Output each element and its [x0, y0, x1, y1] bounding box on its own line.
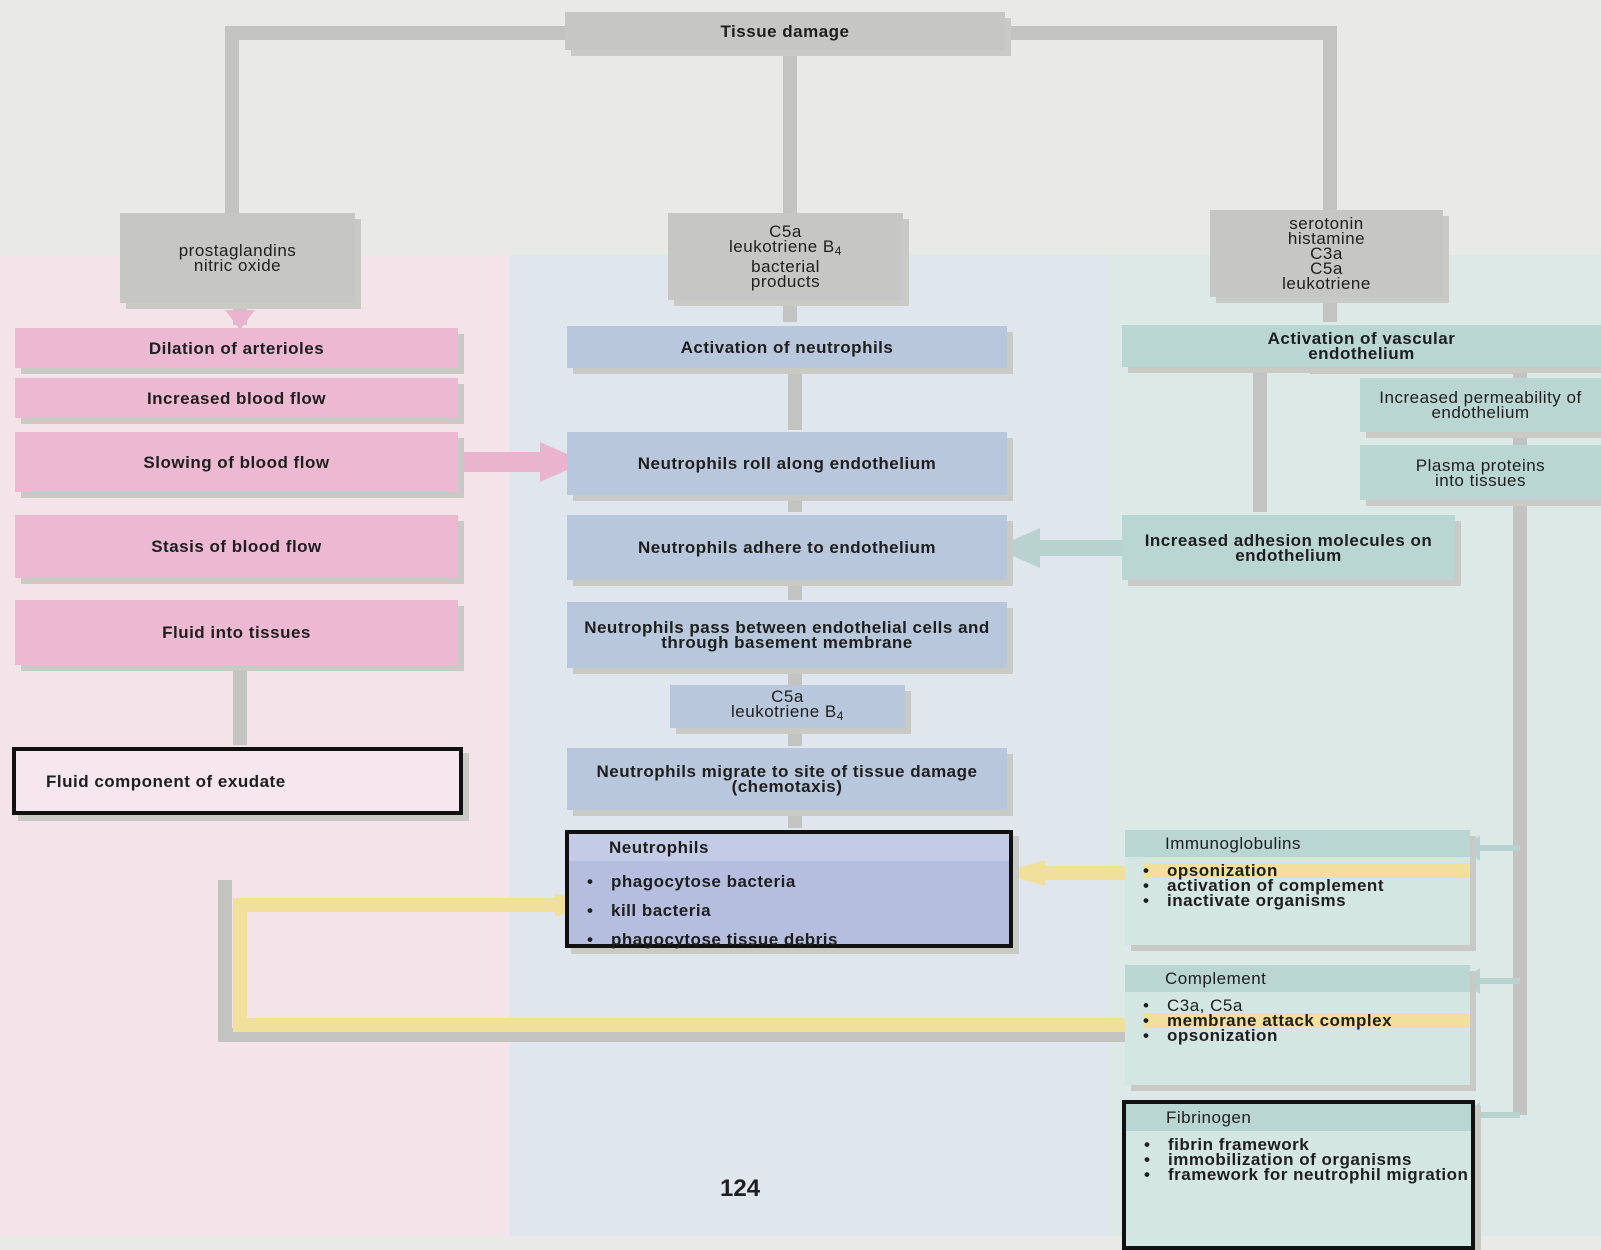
step-plasma-proteins: Plasma proteins into tissues [1360, 445, 1601, 500]
page-number: 124 [720, 1175, 761, 1202]
mediator-text: leukotriene [1282, 274, 1371, 293]
step-migrate: Neutrophils migrate to site of tissue da… [567, 748, 1007, 810]
mediator-text: leukotriene B [729, 237, 835, 256]
step-stasis: Stasis of blood flow [15, 515, 458, 578]
neutrophils-list: phagocytose bacteria kill bacteria phago… [569, 867, 1009, 954]
opsonin-loop [233, 898, 1130, 1032]
list-item: framework for neutrophil migration [1144, 1166, 1471, 1183]
chemo-text: leukotriene B4 [731, 702, 844, 724]
list-item: opsonization [1143, 1027, 1470, 1044]
list-item: phagocytose bacteria [587, 867, 1009, 896]
mediator-text: nitric oxide [193, 256, 282, 275]
step-permeability: Increased permeability of endothelium [1360, 378, 1601, 432]
step-fluid-into-tissues: Fluid into tissues [15, 600, 458, 665]
mediator-text: C3a [1310, 244, 1343, 263]
step-adhere: Neutrophils adhere to endothelium [567, 515, 1007, 580]
fluid-exudate-box: Fluid component of exudate [12, 747, 463, 815]
list-item: opsonization [1143, 862, 1470, 879]
step-adhesion-molecules: Increased adhesion molecules on endothel… [1122, 515, 1455, 580]
cellular-zone-bg [510, 255, 1110, 1236]
step-roll: Neutrophils roll along endothelium [567, 432, 1007, 495]
chemoattractant-box: C5a leukotriene B4 [670, 685, 905, 728]
neutrophils-box: Neutrophils phagocytose bacteria kill ba… [565, 830, 1013, 954]
fibrinogen-box: Fibrinogen fibrin framework immobilizati… [1122, 1100, 1475, 1250]
mediator-text: C5a [1310, 259, 1343, 278]
list-item: immobilization of organisms [1144, 1151, 1471, 1168]
list-item: membrane attack complex [1143, 1012, 1470, 1029]
step-slowing-flow: Slowing of blood flow [15, 432, 458, 492]
mediator-text: prostaglandins [178, 241, 297, 260]
neutrophils-title: Neutrophils [569, 834, 1009, 861]
list-item: inactivate organisms [1143, 892, 1470, 909]
complement-title: Complement [1125, 965, 1470, 992]
step-increased-flow: Increased blood flow [15, 378, 458, 418]
step-activation-endothelium: Activation of vascular endothelium [1122, 325, 1601, 367]
step-pass: Neutrophils pass between endothelial cel… [567, 602, 1007, 668]
mediator-text: serotonin [1289, 214, 1364, 233]
fibrinogen-title: Fibrinogen [1126, 1104, 1471, 1131]
immunoglobulins-list: opsonization activation of complement in… [1125, 862, 1470, 909]
mediator-text: bacterial [751, 257, 820, 276]
list-item: C3a, C5a [1143, 997, 1470, 1014]
complement-box: Complement C3a, C5a membrane attack comp… [1125, 965, 1470, 1085]
mediator-text: C5a [769, 222, 802, 241]
list-item: fibrin framework [1144, 1136, 1471, 1153]
subscript: 4 [836, 709, 844, 723]
subscript: 4 [834, 244, 842, 258]
mediator-text: products [750, 272, 821, 291]
mediator-text: histamine [1287, 229, 1366, 248]
chemo-text: C5a [771, 687, 804, 706]
list-item: kill bacteria [587, 896, 1009, 925]
tissue-damage-box: Tissue damage [565, 12, 1005, 50]
immunoglobulins-title: Immunoglobulins [1125, 830, 1470, 857]
immunoglobulins-box: Immunoglobulins opsonization activation … [1125, 830, 1470, 945]
link-to-right-mediators [1005, 26, 1337, 212]
step-activation-neutrophils: Activation of neutrophils [567, 326, 1007, 368]
link-to-left-mediators [225, 26, 565, 215]
list-item: phagocytose tissue debris [587, 925, 1009, 954]
arrow-adhesion-to-adhere [995, 528, 1122, 568]
tissue-damage-label: Tissue damage [720, 21, 850, 41]
fibrinogen-list: fibrin framework immobilization of organ… [1126, 1136, 1471, 1183]
step-dilation: Dilation of arterioles [15, 328, 458, 368]
vascular-zone-bg [0, 255, 510, 1236]
list-item: activation of complement [1143, 877, 1470, 894]
mediator-text: leukotriene B4 [729, 237, 842, 259]
complement-list: C3a, C5a membrane attack complex opsoniz… [1125, 997, 1470, 1044]
chemo-text: leukotriene B [731, 702, 837, 721]
arrow-slowing-to-roll [458, 442, 585, 482]
